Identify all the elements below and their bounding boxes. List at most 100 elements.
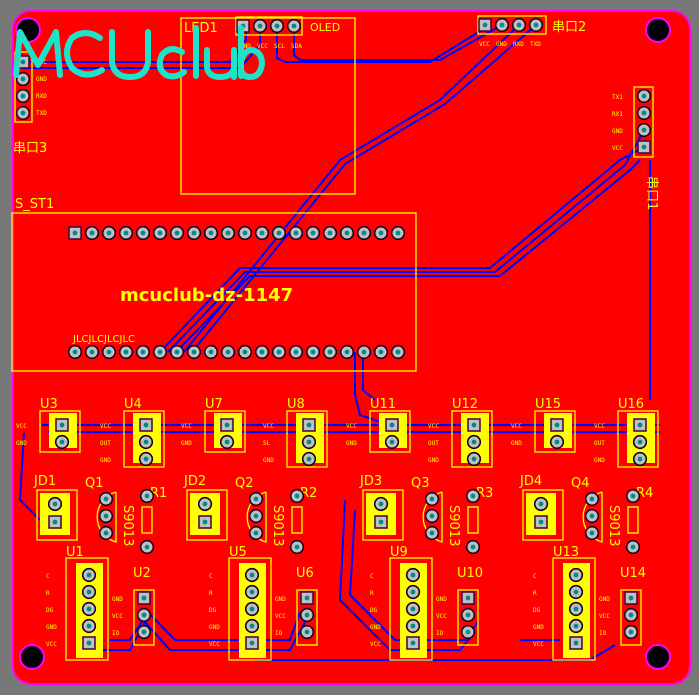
s-st1-bottom-pin[interactable] xyxy=(118,344,134,360)
serial3-pin[interactable] xyxy=(15,105,31,121)
s-st1-bottom-pin[interactable] xyxy=(135,344,151,360)
transistor-pin[interactable] xyxy=(424,508,440,524)
serial1-pin[interactable] xyxy=(636,122,652,138)
s-st1-bottom-pin[interactable] xyxy=(152,344,168,360)
s-st1-top-pin[interactable] xyxy=(186,225,202,241)
regulator-pin[interactable] xyxy=(301,451,317,467)
module-pin[interactable] xyxy=(245,636,259,650)
s-st1-bottom-pin[interactable] xyxy=(101,344,117,360)
module-pin[interactable] xyxy=(405,567,421,583)
module-pin[interactable] xyxy=(244,601,260,617)
module-pin[interactable] xyxy=(405,618,421,634)
sensor-pin[interactable] xyxy=(299,624,315,640)
module-pin[interactable] xyxy=(568,601,584,617)
module-pin[interactable] xyxy=(405,601,421,617)
s-st1-bottom-pin[interactable] xyxy=(203,344,219,360)
s-st1-bottom-pin[interactable] xyxy=(288,344,304,360)
regulator-pin[interactable] xyxy=(466,451,482,467)
transistor-pin[interactable] xyxy=(584,508,600,524)
s-st1-top-pin[interactable] xyxy=(254,225,270,241)
regulator-pin[interactable] xyxy=(550,418,564,432)
regulator-pin[interactable] xyxy=(139,418,153,432)
regulator-pin[interactable] xyxy=(219,434,235,450)
module-pin[interactable] xyxy=(569,636,583,650)
regulator-pin[interactable] xyxy=(467,418,481,432)
regulator-pin[interactable] xyxy=(384,434,400,450)
s-st1-bottom-pin[interactable] xyxy=(220,344,236,360)
sensor-pin[interactable] xyxy=(299,607,315,623)
resistor-pin[interactable] xyxy=(465,539,481,555)
s-st1-bottom-pin[interactable] xyxy=(322,344,338,360)
sensor-pin[interactable] xyxy=(460,624,476,640)
regulator-pin[interactable] xyxy=(302,418,316,432)
s-st1-top-pin[interactable] xyxy=(288,225,304,241)
transistor-pin[interactable] xyxy=(584,525,600,541)
transistor-pin[interactable] xyxy=(248,491,264,507)
transistor-pin[interactable] xyxy=(424,491,440,507)
module-pin[interactable] xyxy=(82,636,96,650)
s-st1-top-pin[interactable] xyxy=(220,225,236,241)
resistor-pin[interactable] xyxy=(289,488,305,504)
s-st1-top-pin[interactable] xyxy=(135,225,151,241)
relay-header-pin[interactable] xyxy=(374,515,388,529)
relay-header-pin[interactable] xyxy=(534,515,548,529)
sensor-pin[interactable] xyxy=(624,591,638,605)
s-st1-bottom-pin[interactable] xyxy=(237,344,253,360)
s-st1-top-pin[interactable] xyxy=(118,225,134,241)
s-st1-bottom-pin[interactable] xyxy=(254,344,270,360)
sensor-pin[interactable] xyxy=(623,624,639,640)
s-st1-bottom-pin[interactable] xyxy=(373,344,389,360)
serial2-pin[interactable] xyxy=(478,18,492,32)
serial3-pin[interactable] xyxy=(15,88,31,104)
sensor-pin[interactable] xyxy=(460,607,476,623)
regulator-pin[interactable] xyxy=(301,434,317,450)
s-st1-bottom-pin[interactable] xyxy=(67,344,83,360)
s-st1-top-pin[interactable] xyxy=(271,225,287,241)
resistor-pin[interactable] xyxy=(139,539,155,555)
led1-pin[interactable] xyxy=(269,18,285,34)
s-st1-bottom-pin[interactable] xyxy=(271,344,287,360)
serial1-pin[interactable] xyxy=(636,88,652,104)
module-pin[interactable] xyxy=(244,584,260,600)
regulator-pin[interactable] xyxy=(632,451,648,467)
s-st1-top-pin[interactable] xyxy=(84,225,100,241)
serial1-pin[interactable] xyxy=(637,140,651,154)
led1-pin[interactable] xyxy=(252,18,268,34)
s-st1-bottom-pin[interactable] xyxy=(390,344,406,360)
s-st1-top-pin[interactable] xyxy=(152,225,168,241)
sensor-pin[interactable] xyxy=(136,607,152,623)
relay-header-pin[interactable] xyxy=(198,515,212,529)
s-st1-top-pin[interactable] xyxy=(322,225,338,241)
transistor-pin[interactable] xyxy=(424,525,440,541)
module-pin[interactable] xyxy=(568,584,584,600)
module-pin[interactable] xyxy=(81,567,97,583)
sensor-pin[interactable] xyxy=(137,591,151,605)
regulator-pin[interactable] xyxy=(466,434,482,450)
module-pin[interactable] xyxy=(81,618,97,634)
led1-pin[interactable] xyxy=(286,18,302,34)
transistor-pin[interactable] xyxy=(248,508,264,524)
module-pin[interactable] xyxy=(568,618,584,634)
s-st1-top-pin[interactable] xyxy=(356,225,372,241)
sensor-pin[interactable] xyxy=(461,591,475,605)
module-pin[interactable] xyxy=(81,584,97,600)
s-st1-top-pin[interactable] xyxy=(390,225,406,241)
regulator-pin[interactable] xyxy=(385,418,399,432)
sensor-pin[interactable] xyxy=(300,591,314,605)
resistor-pin[interactable] xyxy=(139,488,155,504)
s-st1-top-pin[interactable] xyxy=(373,225,389,241)
serial2-pin[interactable] xyxy=(511,17,527,33)
resistor-pin[interactable] xyxy=(625,539,641,555)
regulator-pin[interactable] xyxy=(55,418,69,432)
s-st1-bottom-pin[interactable] xyxy=(305,344,321,360)
regulator-pin[interactable] xyxy=(138,434,154,450)
module-pin[interactable] xyxy=(244,618,260,634)
relay-header-pin[interactable] xyxy=(533,496,549,512)
regulator-pin[interactable] xyxy=(632,434,648,450)
resistor-pin[interactable] xyxy=(465,488,481,504)
s-st1-bottom-pin[interactable] xyxy=(186,344,202,360)
transistor-pin[interactable] xyxy=(248,525,264,541)
s-st1-top-pin[interactable] xyxy=(101,225,117,241)
s-st1-top-pin[interactable] xyxy=(169,225,185,241)
